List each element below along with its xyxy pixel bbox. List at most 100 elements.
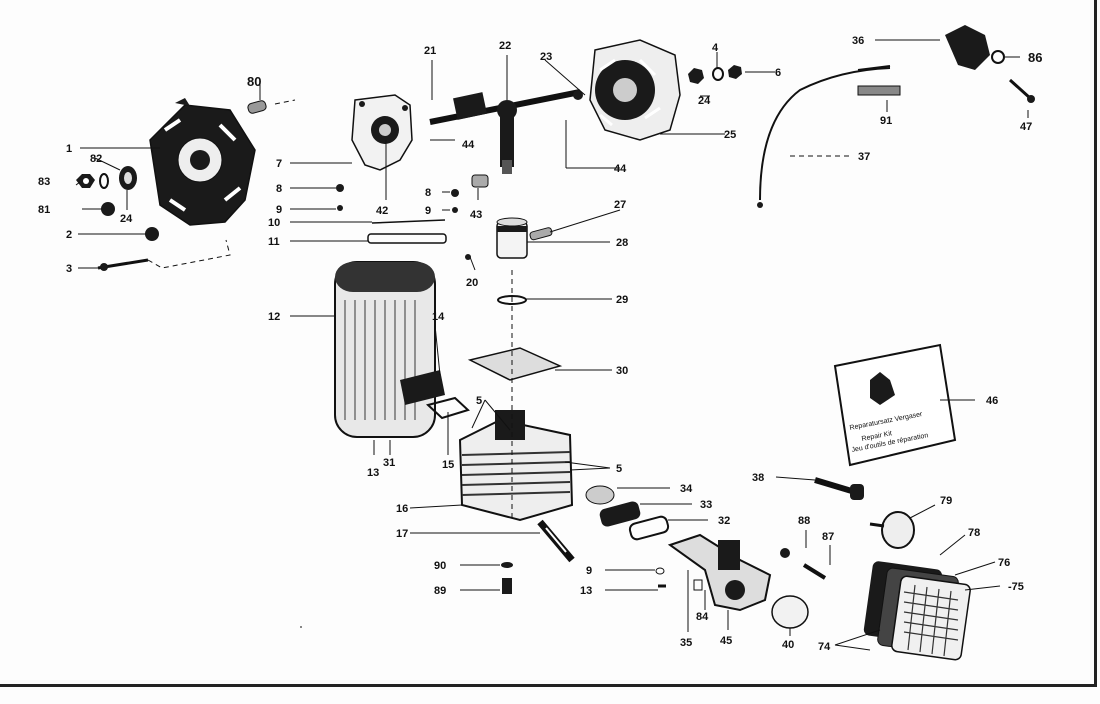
label-part-84: 84: [696, 611, 709, 623]
label-part-10: 10: [268, 217, 280, 229]
label-part-76: 76: [998, 557, 1010, 569]
part-labels: 1 82 83 24 81 2 3 80 7 8 9 10 11 42 21 2…: [38, 35, 1042, 653]
washer-24-shape: [688, 68, 704, 84]
label-part-75: -75: [1008, 581, 1024, 593]
cylinder-16-shape: [458, 410, 574, 522]
label-part-29: 29: [616, 294, 628, 306]
spark-plug-17-shape: [537, 519, 575, 563]
label-part-44-left: 44: [462, 139, 475, 151]
bearing-43-shape: [471, 174, 489, 188]
label-part-78: 78: [968, 527, 980, 539]
label-part-90: 90: [434, 560, 446, 572]
label-part-8-left: 8: [276, 183, 282, 195]
air-filter-shape: [863, 561, 971, 661]
label-part-44-right: 44: [614, 163, 627, 175]
label-part-43: 43: [470, 209, 482, 221]
label-part-45: 45: [720, 635, 732, 647]
bolt-8-right-shape: [451, 189, 459, 197]
jet-38-shape: [814, 477, 864, 500]
label-part-80: 80: [247, 74, 261, 89]
label-part-37: 37: [858, 151, 870, 163]
diaphragm-79-shape: [869, 511, 915, 549]
screw-3-shape: [97, 239, 231, 271]
bolt-47-shape: [1008, 78, 1035, 103]
label-part-15: 15: [442, 459, 454, 471]
clip-84-shape: [693, 579, 703, 591]
label-part-16: 16: [396, 503, 408, 515]
gasket-15-shape: [425, 396, 470, 420]
bowl-40-shape: [771, 595, 809, 629]
pin-80-shape: [247, 100, 267, 114]
screw-87-shape: [802, 563, 827, 580]
label-part-34: 34: [680, 483, 693, 495]
clip-20-shape: [465, 254, 471, 260]
crankshaft-part: [429, 89, 583, 174]
flywheel-housing-part: [589, 39, 681, 141]
leader-lines: [75, 39, 1029, 651]
washer-90-shape: [501, 562, 513, 568]
repair-kit-box-46: Reparatursatz Vergaser Repair Kit Jeu d'…: [833, 343, 957, 467]
label-part-5-top: 5: [476, 395, 482, 407]
exhaust-cover-12-shape: [334, 261, 436, 438]
ring-9-shape: [655, 567, 665, 575]
label-part-12: 12: [268, 311, 280, 323]
label-part-81: 81: [38, 204, 50, 216]
lever-36-86-shape: [945, 25, 1005, 70]
bolt-8-left-shape: [336, 184, 344, 192]
label-part-91: 91: [880, 115, 892, 127]
label-part-83: 83: [38, 176, 50, 188]
label-part-24-left: 24: [120, 213, 133, 225]
label-part-42: 42: [376, 205, 388, 217]
screw-89-shape: [502, 578, 512, 594]
label-part-17: 17: [396, 528, 408, 540]
label-part-5-right: 5: [616, 463, 622, 475]
nut-washer-seal-parts: [76, 166, 137, 190]
pin-27-shape: [529, 227, 553, 241]
cable-37-shape: [757, 65, 891, 208]
label-part-27: 27: [614, 199, 626, 211]
label-part-38: 38: [752, 472, 764, 484]
label-part-4: 4: [712, 42, 719, 54]
label-part-1: 1: [66, 143, 72, 155]
gasket-30-shape: [467, 347, 563, 381]
label-part-13-bottom: 13: [580, 585, 592, 597]
label-part-14: 14: [432, 311, 445, 323]
carburetor-45-shape: [667, 533, 772, 612]
gasket-11-shape: [367, 233, 447, 244]
label-part-28: 28: [616, 237, 628, 249]
nut-88-shape: [780, 548, 790, 558]
label-part-2: 2: [66, 229, 72, 241]
label-part-23: 23: [540, 51, 552, 63]
label-part-40: 40: [782, 639, 794, 651]
label-part-25: 25: [724, 129, 736, 141]
label-part-35: 35: [680, 637, 692, 649]
label-part-30: 30: [616, 365, 628, 377]
label-part-6: 6: [775, 67, 781, 79]
ring-29-shape: [497, 295, 527, 305]
label-part-87: 87: [822, 531, 834, 543]
piston-28-shape: [496, 217, 528, 259]
label-part-13-left: 13: [367, 467, 379, 479]
fan-cover-part: [149, 98, 256, 226]
label-part-74: 74: [818, 641, 831, 653]
flange-14-shape: [400, 370, 445, 405]
washer-9-right-shape: [452, 207, 458, 213]
label-part-8-right: 8: [425, 187, 431, 199]
gasket-33-shape: [599, 501, 641, 527]
label-part-47: 47: [1020, 121, 1032, 133]
part-2-shape: [145, 227, 159, 241]
spacer-34-shape: [585, 485, 615, 505]
label-part-9-right: 9: [425, 205, 431, 217]
label-part-9-left: 9: [276, 204, 282, 216]
label-part-11: 11: [268, 236, 280, 248]
label-part-88: 88: [798, 515, 810, 527]
label-part-21: 21: [424, 45, 436, 57]
sleeve-91-shape: [857, 85, 901, 96]
label-part-9-bottom: 9: [586, 565, 592, 577]
label-part-32: 32: [718, 515, 730, 527]
label-part-89: 89: [434, 585, 446, 597]
washer-4-shape: [712, 67, 724, 81]
gasket-10-shape: [371, 219, 446, 224]
